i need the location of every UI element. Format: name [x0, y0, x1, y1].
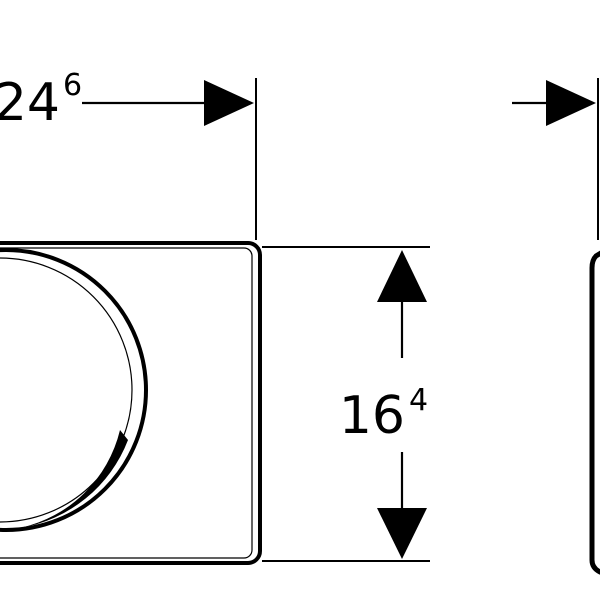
- width-value: 24: [0, 73, 60, 133]
- side-view-plate-edge: [589, 250, 600, 575]
- width-sup-value: 6: [63, 68, 82, 103]
- plate-outline: [0, 241, 262, 565]
- height-label: 16: [339, 386, 405, 446]
- height-sup-value: 4: [409, 383, 428, 418]
- width-label: 24: [0, 73, 60, 133]
- plate-inner-outline: [0, 247, 253, 559]
- flush-plate-front-view: [0, 241, 262, 565]
- width-arrowhead: [204, 80, 254, 126]
- width-superscript: 6: [63, 68, 82, 103]
- height-arrowhead-top: [377, 250, 427, 302]
- flush-button-inner: [0, 257, 133, 523]
- height-value: 16: [339, 386, 405, 446]
- height-dimension: 16 4: [262, 246, 430, 562]
- side-view: [512, 78, 600, 575]
- flush-button-outer: [0, 248, 148, 532]
- width-dimension: 24 6: [0, 68, 257, 240]
- height-arrowhead-bottom: [377, 508, 427, 559]
- side-view-arrowhead: [546, 80, 596, 126]
- height-superscript: 4: [409, 383, 428, 418]
